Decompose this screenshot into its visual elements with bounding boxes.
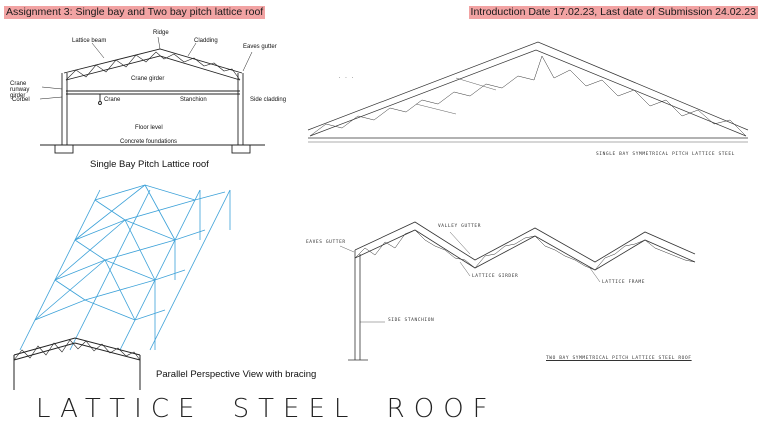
label-side-stanchion: SIDE STANCHION: [388, 318, 435, 323]
perspective-drawing: [13, 184, 231, 390]
two-bay-drawing: [339, 221, 696, 361]
single-bay-caption: Single Bay Pitch Lattice roof: [90, 159, 209, 170]
label-lattice-beam: Lattice beam: [72, 38, 107, 44]
assignment-title: Assignment 3: Single bay and Two bay pit…: [4, 6, 266, 19]
single-bay-diagram: Lattice beam Ridge Cladding Eaves gutter…: [0, 25, 290, 155]
label-stanchion: Stanchion: [180, 97, 207, 103]
single-bay-drawing: [39, 36, 265, 154]
label-lattice-frame: LATTICE FRAME: [602, 280, 646, 285]
label-ridge: Ridge: [153, 30, 169, 36]
perspective-view: [0, 180, 250, 395]
label-crane: Crane: [104, 97, 121, 103]
label-crane-girder: Crane girder: [131, 76, 165, 82]
label-cladding: Cladding: [194, 38, 218, 44]
big-title: LATTICE STEEL ROOF: [36, 394, 497, 424]
perspective-caption: Parallel Perspective View with bracing: [156, 369, 317, 380]
sketch-footer: SINGLE BAY SYMMETRICAL PITCH LATTICE STE…: [596, 152, 735, 157]
label-concrete-foundations: Concrete foundations: [120, 139, 178, 145]
two-bay-sketch: EAVES GUTTER VALLEY GUTTER LATTICE GIRDE…: [300, 210, 768, 370]
label-eaves-gutter: Eaves gutter: [243, 44, 277, 50]
label-valley-gutter: VALLEY GUTTER: [438, 224, 482, 229]
sketch-note-1: · · ·: [338, 76, 355, 81]
label-eaves-gutter-2: EAVES GUTTER: [306, 240, 346, 245]
single-bay-sketch: · · · SINGLE BAY SYMMETRICAL PITCH LATTI…: [296, 30, 768, 166]
two-bay-footer: TWO BAY SYMMETRICAL PITCH LATTICE STEEL …: [546, 356, 692, 361]
label-side-cladding: Side cladding: [250, 97, 287, 103]
label-corbel: Corbel: [12, 97, 30, 103]
submission-dates: Introduction Date 17.02.23, Last date of…: [468, 6, 758, 19]
label-lattice-girder: LATTICE GIRDER: [472, 274, 519, 279]
label-crane-runway-girder: Crane runway girder: [10, 81, 30, 99]
single-bay-sketch-drawing: [307, 41, 749, 143]
label-floor-level: Floor level: [135, 125, 163, 131]
